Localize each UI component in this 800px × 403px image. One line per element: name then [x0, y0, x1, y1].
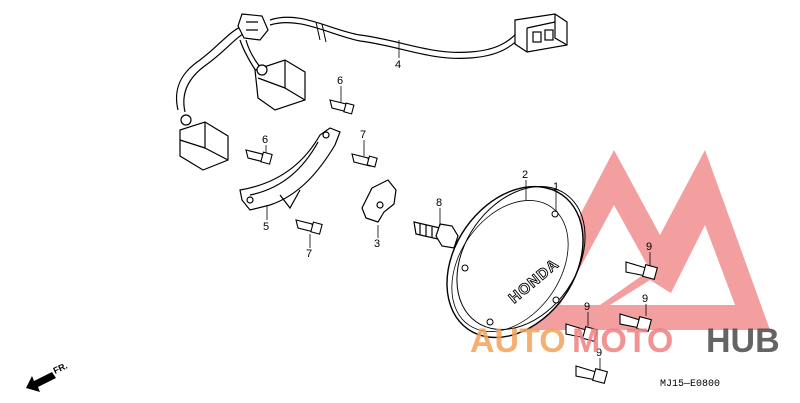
callout-8: 8: [436, 197, 442, 209]
watermark-hub: HUB: [706, 322, 780, 360]
bolt-9d: [575, 365, 609, 385]
callout-2: 2: [522, 169, 528, 181]
leader-lines: [265, 40, 651, 370]
harness-coupler: [514, 13, 568, 53]
callout-7a: 7: [360, 129, 366, 141]
callout-3: 3: [374, 238, 380, 250]
wiring-harness: [176, 16, 523, 113]
bolt-7a: [351, 153, 378, 168]
callout-9a: 9: [646, 241, 652, 253]
callout-5: 5: [263, 221, 269, 233]
bracket: [239, 127, 341, 211]
sensor-unit: [179, 114, 229, 171]
callout-9b: 9: [642, 293, 648, 305]
bolt-9a: [625, 261, 659, 281]
callout-6a: 6: [337, 75, 343, 87]
watermark-auto: AUTO: [470, 322, 566, 360]
callout-9d: 9: [596, 347, 602, 359]
callouts: 4 6 6 7 2 1 8 5 3 7 9 9 9 9: [262, 59, 652, 359]
harness-clip: [237, 13, 269, 41]
watermark-logo: [520, 150, 770, 330]
watermark-text: AUTO MOTO HUB: [470, 322, 780, 360]
bolt-8: [413, 221, 459, 249]
bolt-6a: [329, 99, 355, 115]
callout-7b: 7: [306, 248, 312, 260]
callout-1: 1: [553, 181, 559, 193]
bolt-7b: [295, 219, 323, 235]
front-arrow-icon: FR.: [26, 361, 69, 392]
pulse-generator-cover: HONDA: [446, 185, 586, 339]
bolt-6b: [245, 149, 273, 165]
front-label: FR.: [52, 361, 69, 376]
watermark-moto: MOTO: [572, 322, 673, 360]
pulse-generator: [254, 59, 306, 111]
callout-4: 4: [395, 59, 401, 71]
bolt-9c: [565, 323, 599, 343]
diagram-code: MJ15—E0800: [660, 379, 720, 390]
pickup-plate: [361, 179, 397, 223]
callout-6b: 6: [262, 134, 268, 146]
bolt-9b: [619, 313, 653, 333]
callout-9c: 9: [584, 301, 590, 313]
